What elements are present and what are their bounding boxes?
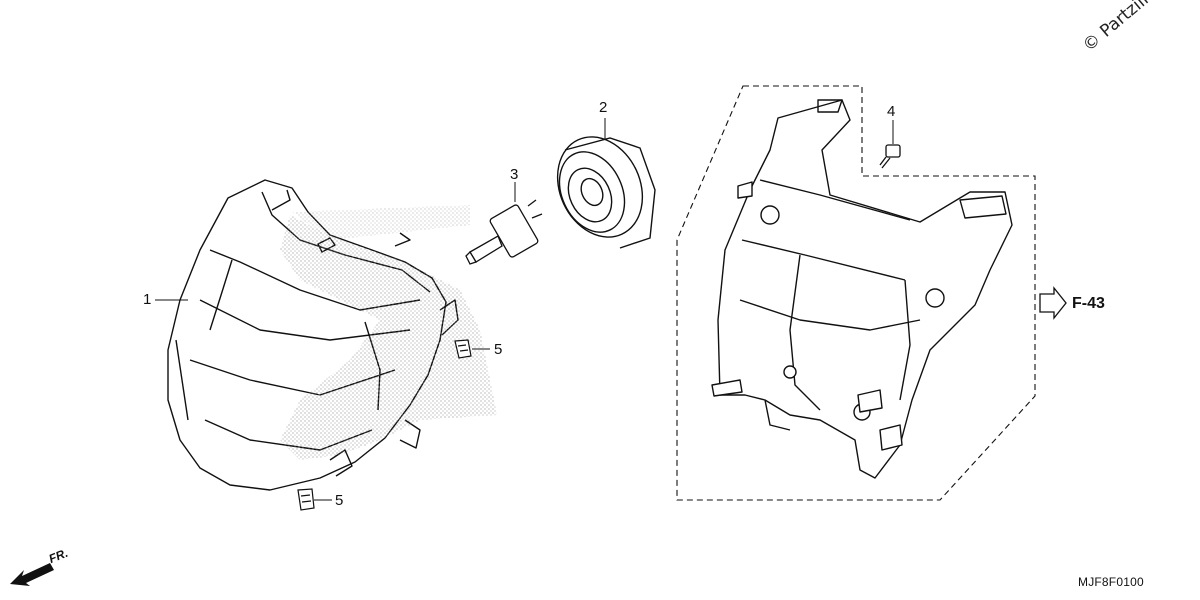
headlight-bracket bbox=[711, 99, 1013, 479]
dust-cover bbox=[556, 136, 656, 249]
clip-nut-upper bbox=[454, 339, 472, 359]
leader-lines bbox=[155, 118, 894, 501]
screw bbox=[879, 144, 901, 169]
callout-5-upper: 5 bbox=[494, 341, 503, 358]
reference-label: F-43 bbox=[1072, 295, 1105, 312]
callout-2: 2 bbox=[599, 99, 608, 116]
bracket-boundary-dashed bbox=[676, 85, 1036, 501]
clip-nut-lower bbox=[297, 488, 315, 511]
direction-arrow bbox=[10, 563, 54, 586]
headlight-lens-shading bbox=[280, 215, 497, 460]
callout-4: 4 bbox=[887, 103, 896, 120]
callout-5-lower: 5 bbox=[335, 492, 344, 509]
headlight-bulb bbox=[465, 199, 543, 265]
headlight-fan-shading bbox=[292, 205, 470, 240]
diagram-code: MJF8F0100 bbox=[1078, 575, 1144, 589]
reference-arrow bbox=[1039, 286, 1067, 320]
callout-1: 1 bbox=[143, 291, 152, 308]
callout-3: 3 bbox=[510, 166, 519, 183]
